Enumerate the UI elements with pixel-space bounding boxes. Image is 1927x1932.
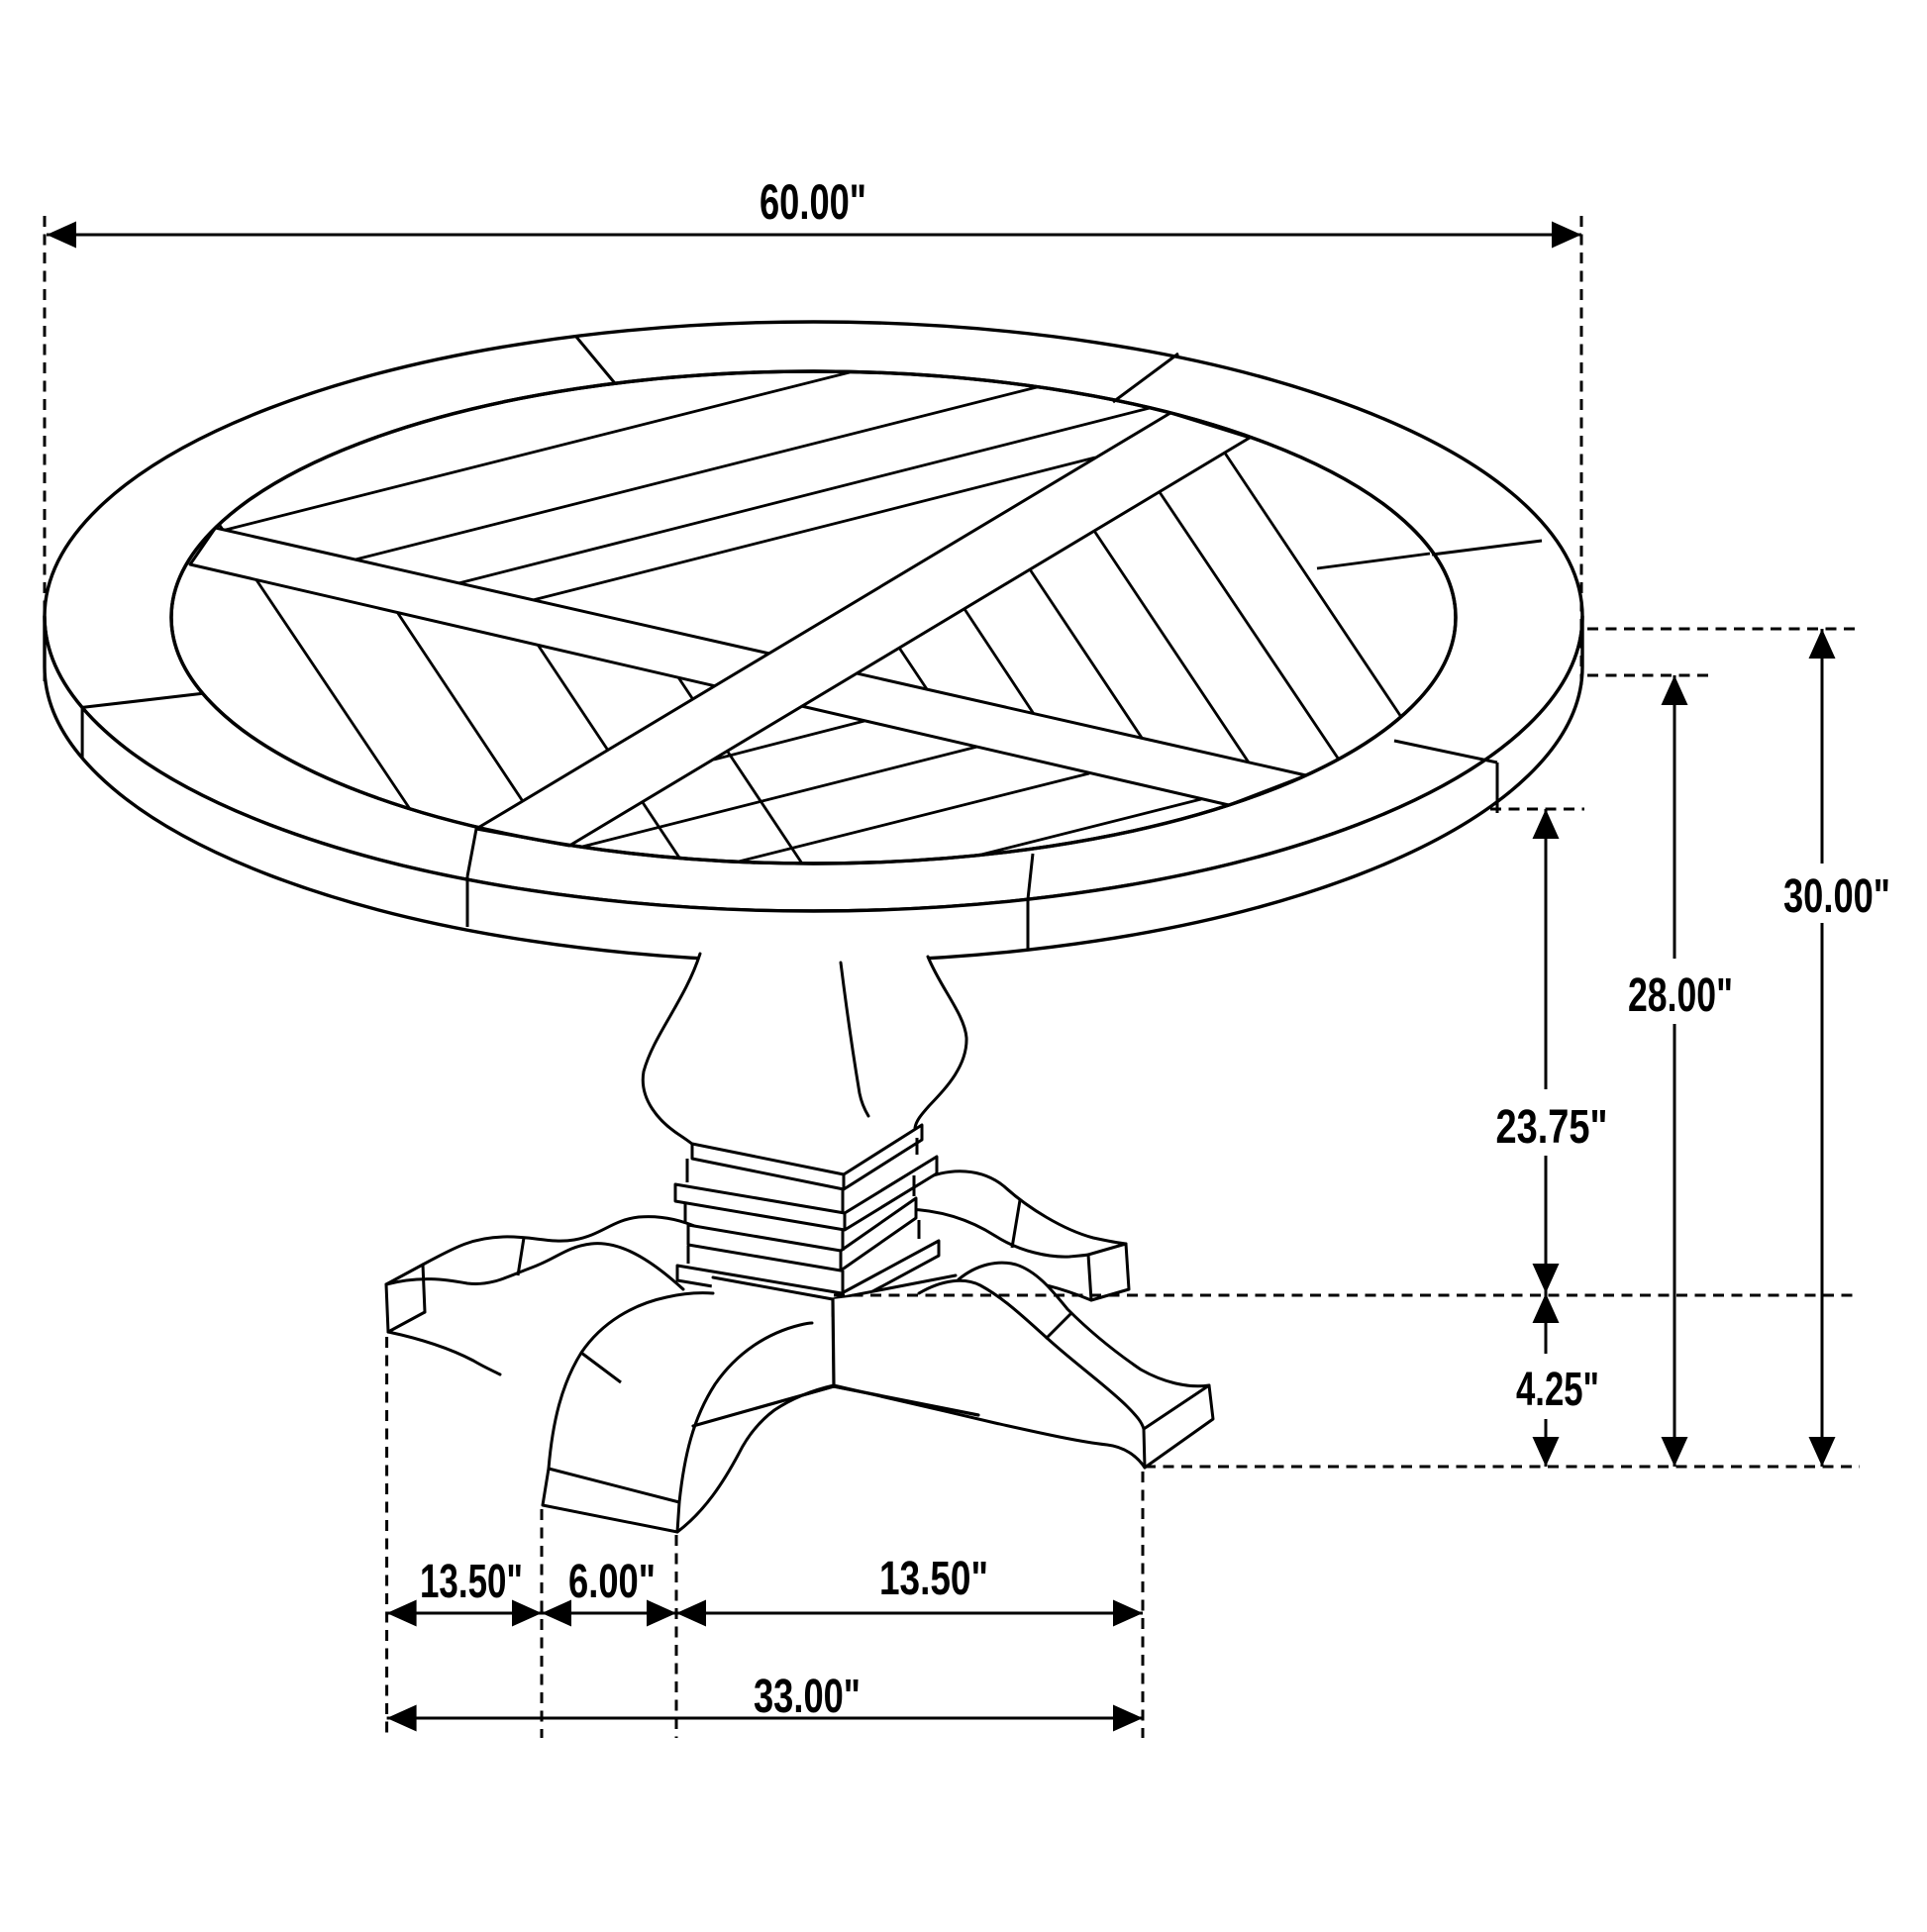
- svg-text:6.00": 6.00": [568, 1556, 656, 1608]
- svg-text:23.75": 23.75": [1496, 1101, 1608, 1154]
- svg-text:13.50": 13.50": [420, 1556, 523, 1608]
- svg-text:60.00": 60.00": [760, 174, 866, 230]
- svg-text:33.00": 33.00": [754, 1671, 861, 1723]
- svg-text:4.25": 4.25": [1516, 1364, 1599, 1416]
- svg-text:13.50": 13.50": [879, 1553, 988, 1605]
- svg-text:28.00": 28.00": [1628, 969, 1733, 1022]
- svg-text:30.00": 30.00": [1783, 870, 1890, 923]
